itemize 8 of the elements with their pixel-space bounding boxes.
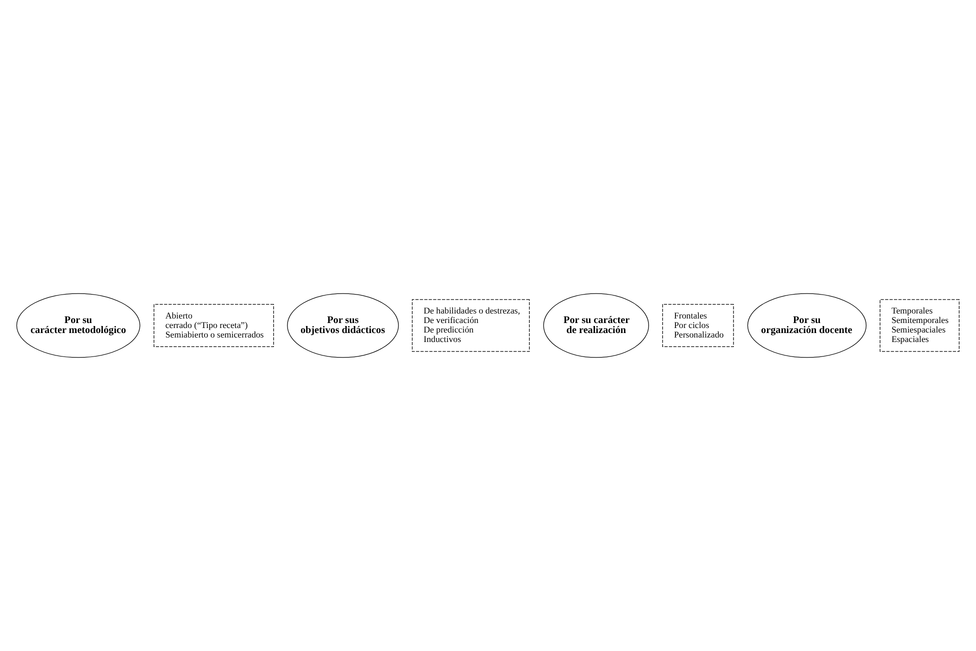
node-ellipse: Por su organización docente	[747, 293, 866, 358]
node-ellipse: Por su carácter de realización	[543, 293, 649, 358]
node-box: Frontales Por ciclos Personalizado	[662, 304, 734, 348]
node-box: Temporales Semitemporales Semiespaciales Espaciales	[880, 299, 960, 352]
node-ellipse: Por su carácter metodológico	[16, 293, 140, 358]
node-box: De habilidades o destrezas, De verificación De predicción Inductivos	[412, 299, 530, 352]
node-ellipse: Por sus objetivos didácticos	[287, 293, 399, 358]
node-box: Abierto cerrado (“Tipo receta”) Semiabierto o semicerrados	[154, 304, 274, 348]
